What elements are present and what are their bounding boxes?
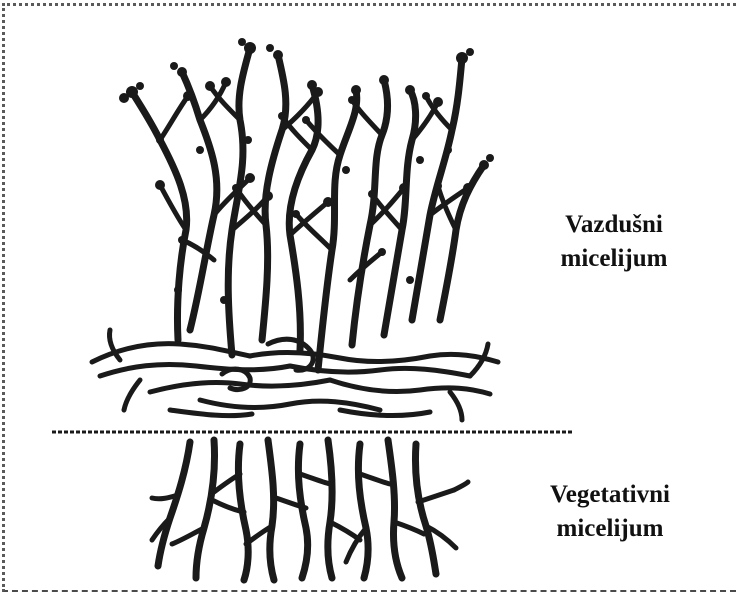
vegetative-label-line1: Vegetativni — [510, 478, 710, 512]
aerial-label-line2: micelijum — [514, 242, 714, 276]
aerial-label-line1: Vazdušni — [514, 208, 714, 242]
aerial-mycelium — [119, 38, 494, 370]
vegetative-mycelium-label: Vegetativni micelijum — [510, 478, 710, 546]
vegetative-label-line2: micelijum — [510, 512, 710, 546]
substrate-surface-hyphae — [92, 330, 498, 420]
aerial-mycelium-label: Vazdušni micelijum — [514, 208, 714, 276]
vegetative-mycelium — [152, 440, 468, 580]
